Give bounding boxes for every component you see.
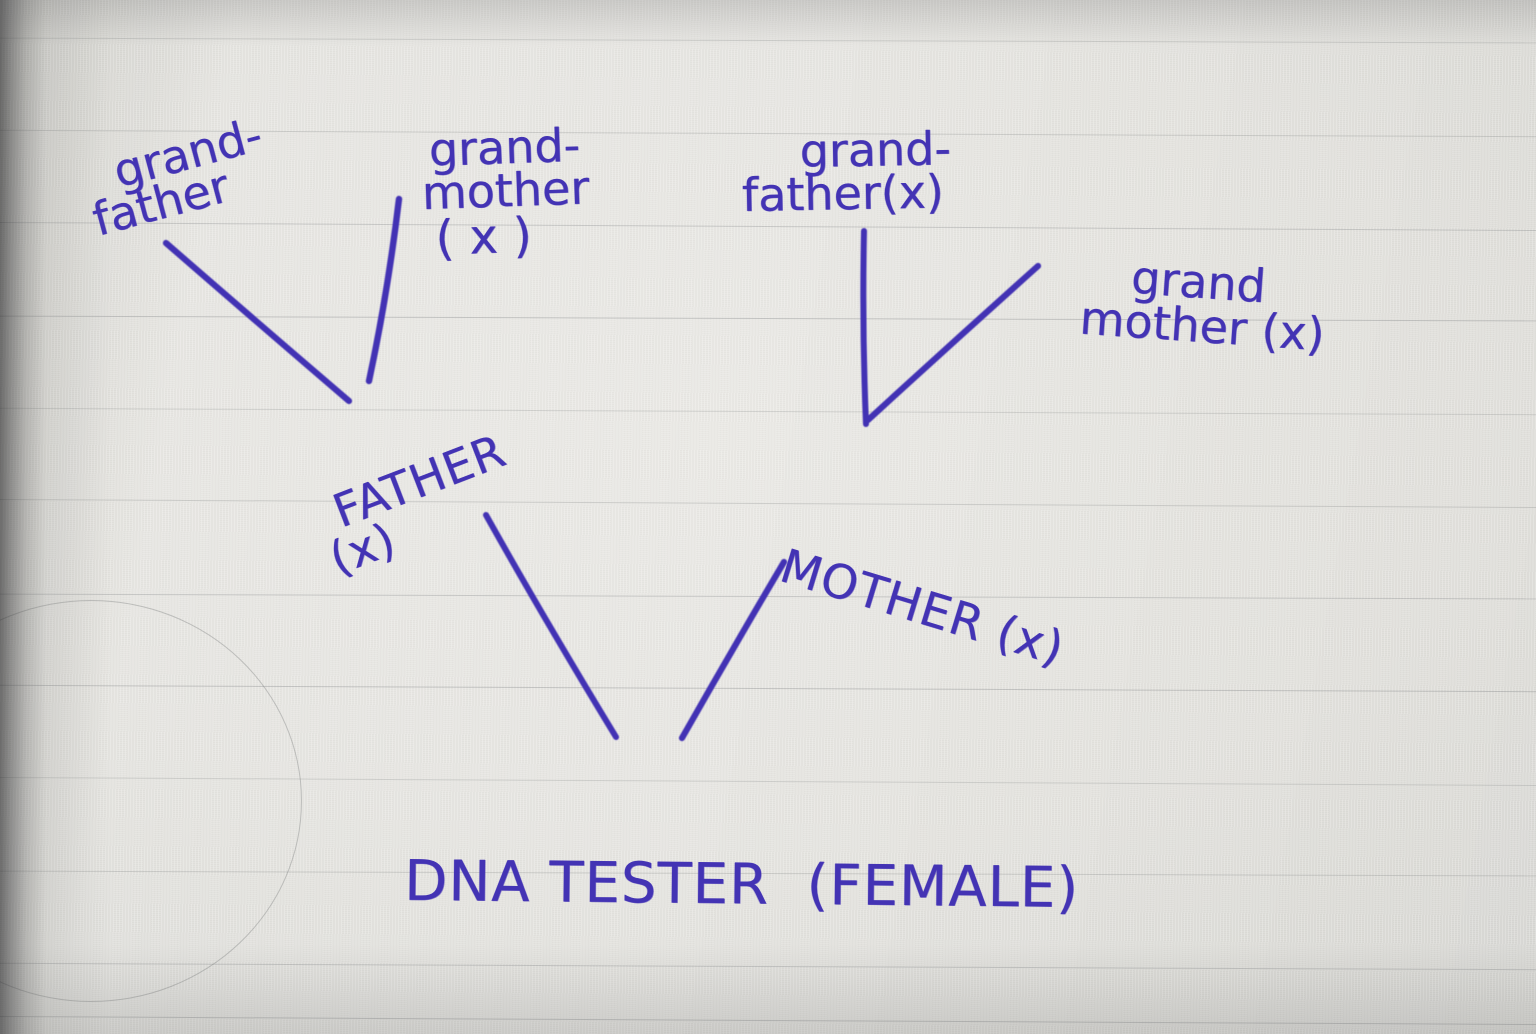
node-line-2: mother (x) — [1078, 290, 1327, 362]
node-line-2: father(x) — [741, 164, 945, 222]
top-edge-shadow — [0, 0, 1536, 46]
node-line-1: DNA TESTER (FEMALE) — [403, 848, 1080, 921]
node-label-grandmother-paternal: grand-mother( x ) — [368, 74, 595, 359]
bottom-edge-shadow — [0, 944, 1536, 1034]
connector-grandfather2-to-mother — [860, 228, 869, 427]
connector-mother-to-tester — [678, 558, 788, 742]
node-label-grandfather-maternal: grand-father(x) — [740, 78, 954, 312]
left-edge-shadow — [0, 0, 120, 1034]
node-marker: ( x ) — [434, 207, 533, 267]
connector-grandfather-to-father — [162, 239, 353, 405]
connector-grandmother-to-father — [365, 195, 403, 385]
connector-grandmother2-to-mother — [864, 262, 1042, 424]
connector-father-to-tester — [483, 512, 619, 740]
